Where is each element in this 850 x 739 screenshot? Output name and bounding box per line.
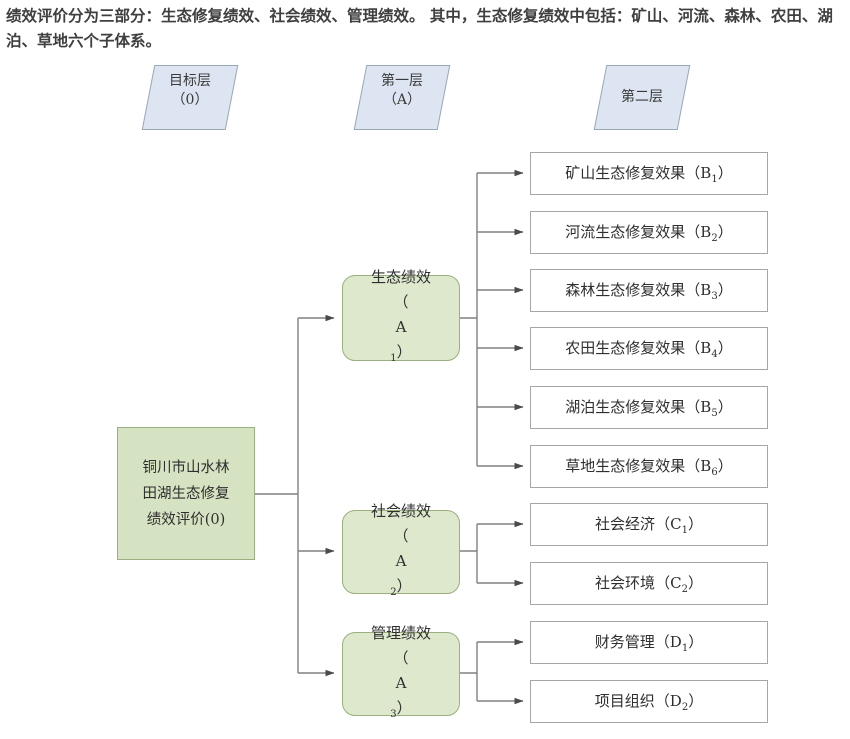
node-d1-label: 财务管理（D1） [594, 633, 704, 654]
node-c1-label: 社会经济（C1） [595, 515, 703, 536]
node-b1-label: 矿山生态修复效果（B1） [565, 164, 733, 185]
node-b4-label: 农田生态修复效果（B4） [565, 339, 733, 360]
layer-header-first [353, 65, 451, 130]
node-b2-label: 河流生态修复效果（B2） [565, 223, 733, 244]
node-a3-name: 管理绩效 [370, 624, 431, 642]
root-node-line3: 绩效评价(0) [146, 511, 226, 528]
node-b5-label: 湖泊生态修复效果（B5） [565, 398, 733, 419]
node-d2[interactable]: 项目组织（D2） [530, 680, 768, 723]
node-b4[interactable]: 农田生态修复效果（B4） [530, 327, 768, 370]
node-b3-label: 森林生态修复效果（B3） [565, 281, 733, 302]
node-b6[interactable]: 草地生态修复效果（B6） [530, 445, 768, 488]
node-d2-label: 项目组织（D2） [594, 692, 704, 713]
node-b6-label: 草地生态修复效果（B6） [565, 457, 733, 478]
node-a1-name: 生态绩效 [370, 268, 431, 286]
root-node-label: 铜川市山水林 田湖生态修复 绩效评价(0) [127, 455, 245, 533]
root-node-line1: 铜川市山水林 [142, 459, 230, 476]
node-b1[interactable]: 矿山生态修复效果（B1） [530, 152, 768, 195]
root-node[interactable]: 铜川市山水林 田湖生态修复 绩效评价(0) [117, 427, 255, 560]
node-c2[interactable]: 社会环境（C2） [530, 562, 768, 605]
node-c2-label: 社会环境（C2） [595, 574, 703, 595]
layer-header-second [593, 65, 691, 130]
node-b2[interactable]: 河流生态修复效果（B2） [530, 211, 768, 254]
node-b5[interactable]: 湖泊生态修复效果（B5） [530, 386, 768, 429]
node-b3[interactable]: 森林生态修复效果（B3） [530, 269, 768, 312]
node-c1[interactable]: 社会经济（C1） [530, 503, 768, 546]
layer-header-goal [141, 65, 239, 130]
caption-text: 绩效评价分为三部分：生态修复绩效、社会绩效、管理绩效。 其中，生态修复绩效中包括… [6, 7, 833, 50]
node-a2-name: 社会绩效 [370, 502, 431, 520]
node-d1[interactable]: 财务管理（D1） [530, 621, 768, 664]
root-node-line2: 田湖生态修复 [142, 485, 230, 502]
